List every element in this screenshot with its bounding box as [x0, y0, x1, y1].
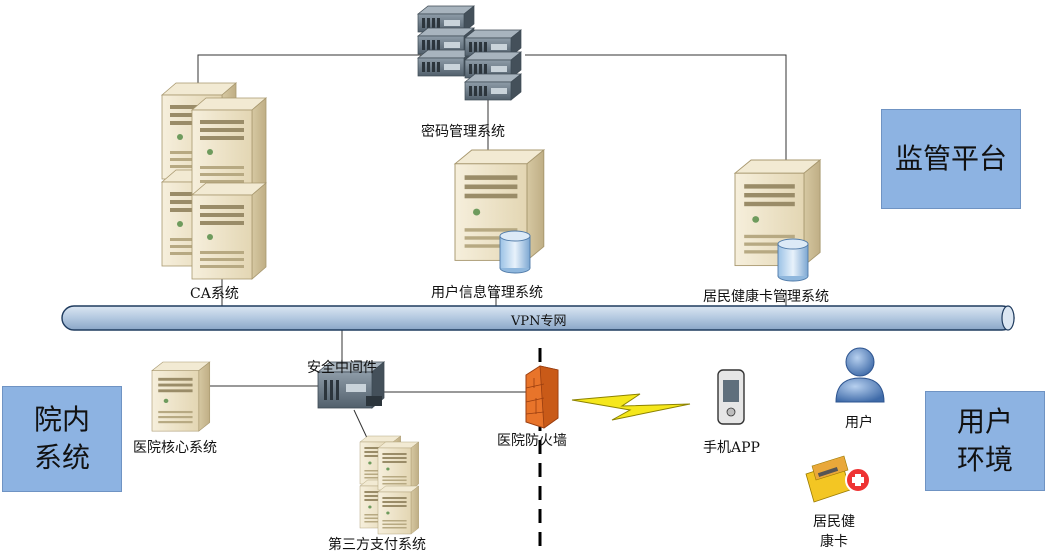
user-info-server	[454, 149, 545, 274]
server-icon	[161, 82, 267, 280]
zone-user-label-line2: 环境	[956, 443, 1013, 476]
health-card-server	[734, 159, 821, 282]
firewall-icon	[525, 365, 559, 429]
user-icon	[835, 347, 885, 403]
health-card-mgmt-label: 居民健康卡管理系统	[703, 289, 829, 305]
zone-hospital-label-line1: 院内	[33, 403, 90, 436]
third-party-payment-servers	[359, 435, 419, 535]
key-management-servers	[417, 5, 522, 101]
server-icon	[454, 149, 545, 261]
rack-server-icon	[316, 361, 386, 409]
vpn-label: VPN专网	[511, 314, 567, 329]
vpn-pipe	[61, 305, 1015, 331]
hospital-firewall-label: 医院防火墙	[497, 433, 567, 449]
database-icon	[777, 238, 809, 282]
ca-servers	[161, 82, 267, 280]
mobile-app-label: 手机APP	[703, 440, 760, 456]
zone-supervision-label: 监管平台	[894, 142, 1007, 175]
zone-supervision-platform: 监管平台	[881, 109, 1021, 209]
user-label: 用户	[845, 415, 873, 431]
zone-hospital-internal: 院内 系统	[2, 386, 122, 492]
hospital-core-server	[151, 361, 211, 432]
third-party-pay-label: 第三方支付系统	[328, 537, 426, 553]
zone-hospital-label-line2: 系统	[33, 441, 90, 474]
database-icon	[499, 230, 531, 274]
health-card-label-line2: 康卡	[820, 534, 848, 550]
security-middleware-device	[316, 361, 386, 409]
card-icon	[805, 455, 871, 503]
ca-system-label: CA系统	[190, 286, 239, 302]
health-card-label-line1: 居民健	[813, 514, 855, 530]
phone-icon	[717, 369, 745, 425]
rack-server-icon	[417, 5, 522, 101]
zone-user-label-line1: 用户	[956, 405, 1013, 438]
hospital-core-label: 医院核心系统	[133, 440, 217, 456]
security-middleware-label: 安全中间件	[307, 360, 377, 376]
key-management-label: 密码管理系统	[421, 124, 505, 140]
lightning-icon	[571, 393, 691, 421]
server-icon	[151, 361, 211, 432]
zone-user-environment: 用户 环境	[925, 391, 1045, 491]
server-icon	[359, 435, 419, 535]
user-info-label: 用户信息管理系统	[431, 285, 543, 301]
